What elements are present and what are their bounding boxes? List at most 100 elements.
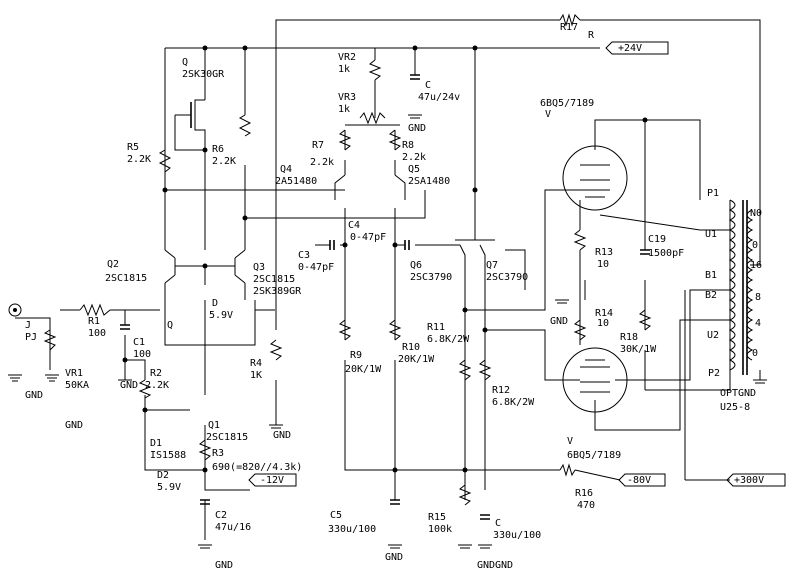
q3-label: Q3 <box>253 262 265 273</box>
vr3-value: 1k <box>338 104 350 115</box>
q6-value: 2SC3790 <box>410 272 452 283</box>
capacitors <box>120 74 650 520</box>
r10-value: 20K/1W <box>398 354 435 365</box>
plus300-text: +300V <box>734 475 764 486</box>
q5-label: Q5 <box>408 164 420 175</box>
fet-value: 2SK389GR <box>253 286 302 297</box>
r7-value: 2.2k <box>310 157 334 168</box>
r4-label: R4 <box>250 358 262 369</box>
minus80-flag <box>618 473 666 487</box>
c5-label: C5 <box>330 510 342 521</box>
gnd-r15: GND <box>477 560 495 571</box>
r17-value: R <box>588 30 595 41</box>
c1-value: 100 <box>133 349 151 360</box>
q4-value: 2A51480 <box>275 176 317 187</box>
r13-value: 10 <box>597 259 609 270</box>
q-top-label: Q <box>182 57 188 68</box>
d2-value: 5.9V <box>157 482 181 493</box>
v-top-label: V <box>545 109 551 120</box>
gnd-a: GND <box>25 390 43 401</box>
fet-q-label: Q <box>167 320 173 331</box>
c5-value: 330u/100 <box>328 524 376 535</box>
d1-value: IS1588 <box>150 450 186 461</box>
q1-value: 2SC1815 <box>206 432 248 443</box>
power-flags <box>248 41 786 487</box>
p2-label: P2 <box>708 368 720 379</box>
q2-label: Q2 <box>107 259 119 270</box>
q1-label: Q1 <box>208 420 220 431</box>
r14-value: 10 <box>597 318 609 329</box>
r5-resistor <box>158 149 172 173</box>
vr3-label: VR3 <box>338 92 356 103</box>
s16-label: 16 <box>750 260 762 271</box>
r11-value: 6.8K/2W <box>427 334 470 345</box>
c-bot-value: 330u/100 <box>493 530 541 541</box>
jack-value: PJ <box>25 332 37 343</box>
c2-label: C2 <box>215 510 227 521</box>
q-top-value: 2SK30GR <box>182 69 225 80</box>
d2-label: D2 <box>157 470 169 481</box>
plus300-flag <box>726 473 786 487</box>
o2-label: 0 <box>752 348 758 359</box>
r10-label: R10 <box>402 342 420 353</box>
r13-label: R13 <box>595 247 613 258</box>
opt-gnd: GND <box>738 388 756 399</box>
output-transformer <box>728 199 754 375</box>
p1-label: P1 <box>707 188 719 199</box>
vr2-value: 1k <box>338 64 350 75</box>
r6-resistor <box>238 114 252 137</box>
r15-value: 100k <box>428 524 452 535</box>
minus80-text: -80V <box>627 475 651 486</box>
gnd-c2: GND <box>215 560 233 571</box>
opt-value: U25-8 <box>720 402 750 413</box>
r16-label: R16 <box>575 488 593 499</box>
resistors <box>43 13 652 506</box>
v-bot-value: 6BQ5/7189 <box>567 450 621 461</box>
r17-label: R17 <box>560 22 578 33</box>
gnd-r2: GND <box>120 380 138 391</box>
r1-value: 100 <box>88 328 106 339</box>
b1-label: B1 <box>705 270 717 281</box>
q7-label: Q7 <box>486 260 498 271</box>
tube-bottom <box>562 347 628 413</box>
r9-value: 20K/1W <box>345 364 382 375</box>
plus24-text: +24V <box>618 43 642 54</box>
q2-value: 2SC1815 <box>105 273 147 284</box>
c-bot-label: C <box>495 518 501 529</box>
gnd-top: GND <box>408 123 426 134</box>
q3-value: 2SC1815 <box>253 274 295 285</box>
tube-top <box>562 145 628 211</box>
r1-label: R1 <box>88 316 100 327</box>
c19-value: 1500pF <box>648 248 684 259</box>
c1-label: C1 <box>133 337 145 348</box>
r8-label: R8 <box>402 140 414 151</box>
minus12-flag <box>248 473 297 487</box>
d1-label: D1 <box>150 438 162 449</box>
s4-label: 4 <box>755 318 761 329</box>
c4-label: C4 <box>348 220 360 231</box>
c19-label: C19 <box>648 234 666 245</box>
input-jack <box>8 303 22 317</box>
gnd-r4: GND <box>273 430 291 441</box>
r2-value: 2.2K <box>145 380 169 391</box>
d-top-label: D <box>212 298 218 309</box>
r9-label: R9 <box>350 350 362 361</box>
r15-label: R15 <box>428 512 446 523</box>
r3-label: R3 <box>212 448 224 459</box>
minus12-text: -12V <box>260 475 284 486</box>
r12-value: 6.8K/2W <box>492 397 535 408</box>
c-top-label: C <box>425 80 431 91</box>
q5-value: 2SA1480 <box>408 176 450 187</box>
c3-label: C3 <box>298 250 310 261</box>
r5-label: R5 <box>127 142 139 153</box>
r12-label: R12 <box>492 385 510 396</box>
c2-value: 47u/16 <box>215 522 251 533</box>
d-top-value: 5.9V <box>209 310 233 321</box>
o1-label: 0 <box>752 240 758 251</box>
opt-label: OPT <box>720 388 738 399</box>
vr1-label: VR1 <box>65 368 83 379</box>
grounds <box>8 114 767 549</box>
junctions <box>122 45 648 473</box>
